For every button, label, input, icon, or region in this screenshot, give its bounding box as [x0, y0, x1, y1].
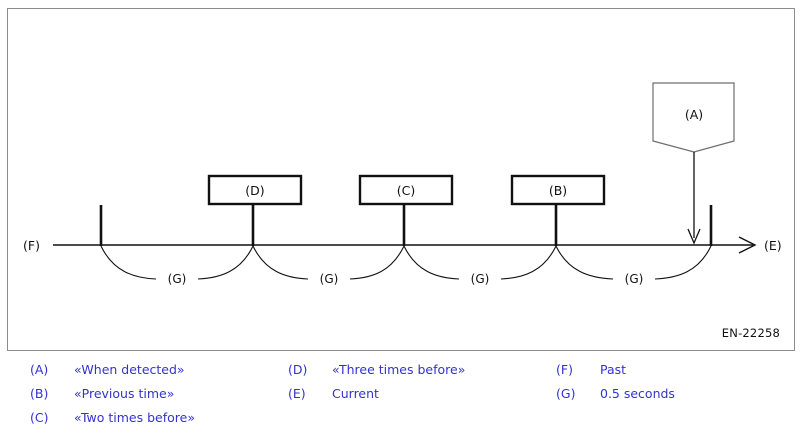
diagram-frame: (E) --> (F) (E) — [7, 8, 795, 351]
legend-key: (B) — [30, 386, 49, 401]
legend-key: (D) — [288, 362, 308, 377]
legend-text: «When detected» — [74, 362, 185, 377]
interval-label-0: (G) — [168, 272, 187, 286]
interval-arc-3-right — [654, 245, 712, 280]
event-box-c-rect — [358, 174, 454, 206]
legend-key: (F) — [556, 362, 573, 377]
legend-key: (A) — [30, 362, 49, 377]
interval-arc-3-left — [555, 245, 614, 280]
legend-item: (C) «Two times before» — [30, 406, 280, 430]
event-box-d-label: (D) — [245, 183, 264, 198]
legend-item: (A) «When detected» — [30, 358, 280, 382]
interval-arcs — [100, 245, 712, 280]
legend-text: Past — [600, 362, 627, 377]
event-box-d: (D) — [207, 174, 303, 206]
legend-key: (G) — [556, 386, 576, 401]
interval-arc-1-left — [252, 245, 309, 280]
interval-arc-2-right — [500, 245, 557, 280]
detection-callout-a-label: (A) — [685, 107, 703, 122]
interval-arc-1-right — [349, 245, 405, 280]
legend-item: (E) Current — [288, 382, 548, 406]
timeline-past-label: (F) — [23, 238, 40, 253]
interval-arc-0-right — [197, 245, 254, 280]
timeline-arrowhead-icon — [738, 236, 757, 254]
timeline-current-label: (E) — [764, 238, 782, 253]
interval-arc-0-left — [100, 245, 157, 280]
event-box-c: (C) — [358, 174, 454, 206]
interval-label-3: (G) — [625, 272, 644, 286]
legend-text: «Three times before» — [332, 362, 466, 377]
detection-arrow-icon — [687, 228, 701, 245]
interval-label-2: (G) — [471, 272, 490, 286]
event-box-b-rect — [510, 174, 606, 206]
legend-column-3: (F) Past (G) 0.5 seconds — [556, 358, 796, 406]
legend-text: Current — [332, 386, 379, 401]
figure-code: EN-22258 — [721, 326, 780, 340]
timeline-ticks — [99, 205, 713, 246]
detection-callout-a: (A) — [652, 82, 735, 245]
legend-text: «Two times before» — [74, 410, 195, 425]
event-box-d-rect — [207, 174, 303, 206]
legend-column-1: (A) «When detected» (B) «Previous time» … — [30, 358, 280, 430]
legend-text: 0.5 seconds — [600, 386, 675, 401]
legend-key: (C) — [30, 410, 49, 425]
legend-key: (E) — [288, 386, 306, 401]
event-box-b: (B) — [510, 174, 606, 206]
event-box-c-label: (C) — [397, 183, 415, 198]
detection-banner-icon — [652, 82, 735, 153]
legend-item: (B) «Previous time» — [30, 382, 280, 406]
interval-arc-2-left — [403, 245, 460, 280]
legend-text: «Previous time» — [74, 386, 175, 401]
timeline-diagram: (E) --> (F) (E) — [23, 82, 782, 286]
legend-item: (F) Past — [556, 358, 796, 382]
interval-label-1: (G) — [320, 272, 339, 286]
legend-column-2: (D) «Three times before» (E) Current — [288, 358, 548, 406]
legend: (A) «When detected» (B) «Previous time» … — [0, 358, 803, 438]
event-box-b-label: (B) — [549, 183, 567, 198]
legend-item: (G) 0.5 seconds — [556, 382, 796, 406]
legend-item: (D) «Three times before» — [288, 358, 548, 382]
